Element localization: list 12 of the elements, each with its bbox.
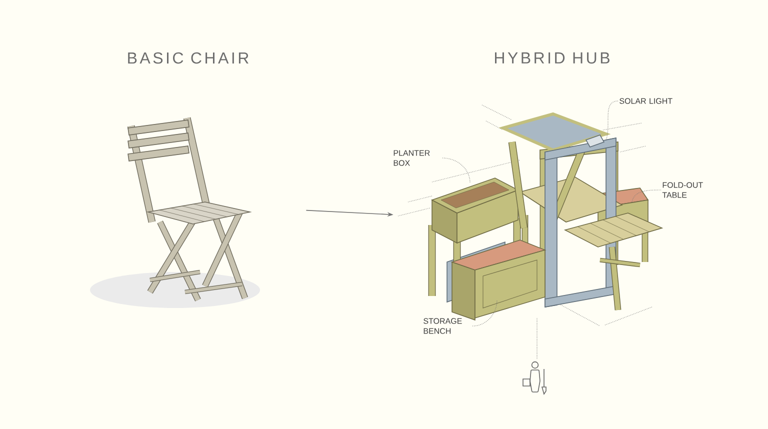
callout-label: PLANTER BOX bbox=[394, 150, 430, 166]
leader-line bbox=[472, 300, 498, 326]
callout-label: SOLAR LIGHT bbox=[620, 98, 672, 104]
heading: BASIC CHAIR bbox=[128, 52, 248, 64]
leader-line bbox=[606, 100, 618, 140]
heading: HYBRID HUB bbox=[495, 52, 610, 64]
callout-label: STORAGE BENCH bbox=[424, 318, 462, 334]
leader-line bbox=[632, 190, 662, 202]
chair-drawing bbox=[90, 117, 260, 308]
callout-label: FOLD-OUT TABLE bbox=[662, 182, 703, 198]
leader-line bbox=[442, 158, 470, 184]
leader-line bbox=[536, 318, 538, 360]
